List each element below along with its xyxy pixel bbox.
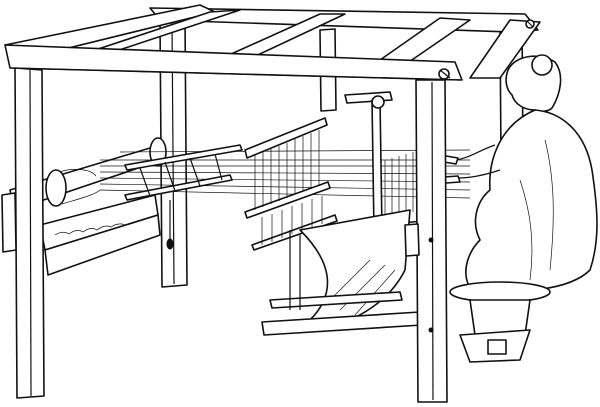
treadles [261, 230, 423, 336]
heddle-frames [244, 117, 338, 251]
stool [449, 281, 551, 363]
weaver-woman [429, 54, 598, 292]
front-right-post [404, 79, 448, 403]
top-frame [4, 4, 541, 81]
lease-sticks [124, 144, 243, 250]
front-left-post [1, 67, 45, 399]
woven-cloth [299, 209, 411, 331]
breast-beam-box [39, 194, 161, 276]
